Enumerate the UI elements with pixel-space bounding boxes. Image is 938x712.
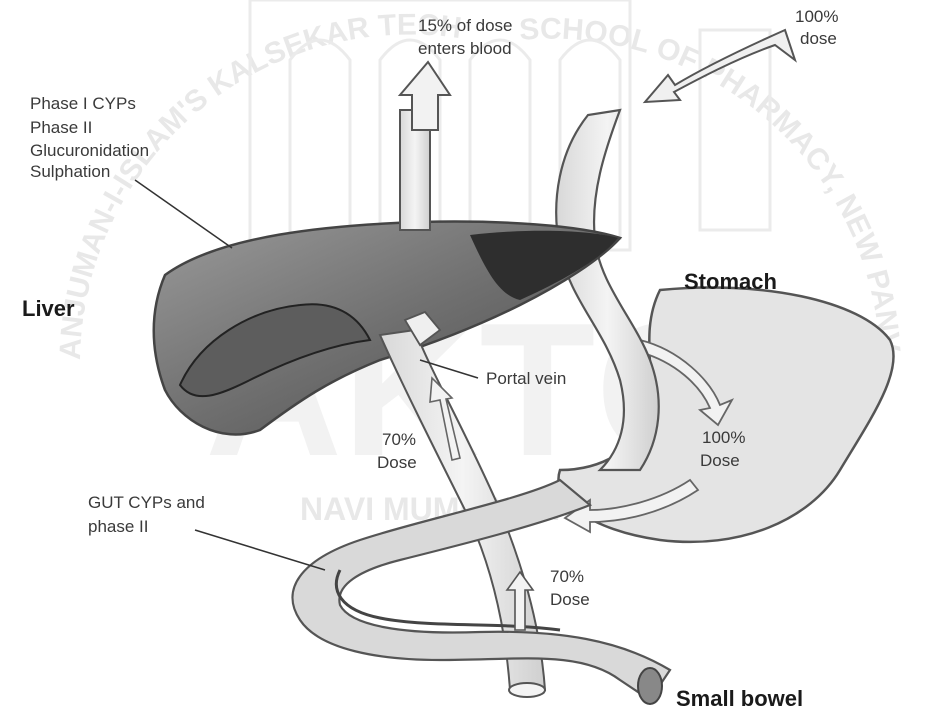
label-dose-70-bowel: 70% Dose	[550, 567, 590, 609]
leader-gut-cyps	[195, 530, 325, 570]
label-small-bowel: Small bowel	[676, 686, 803, 711]
small-bowel-end	[638, 668, 662, 704]
label-liver: Liver	[22, 296, 75, 321]
hepatic-vein	[400, 62, 450, 230]
leader-liver-enzymes	[135, 180, 232, 248]
label-portal-vein: Portal vein	[486, 369, 566, 388]
label-dose-100-top: 100% dose	[795, 7, 843, 48]
label-gut-cyps: GUT CYPs and phase II	[88, 493, 210, 536]
portal-vein-end	[509, 683, 545, 697]
label-stomach: Stomach	[684, 269, 777, 294]
